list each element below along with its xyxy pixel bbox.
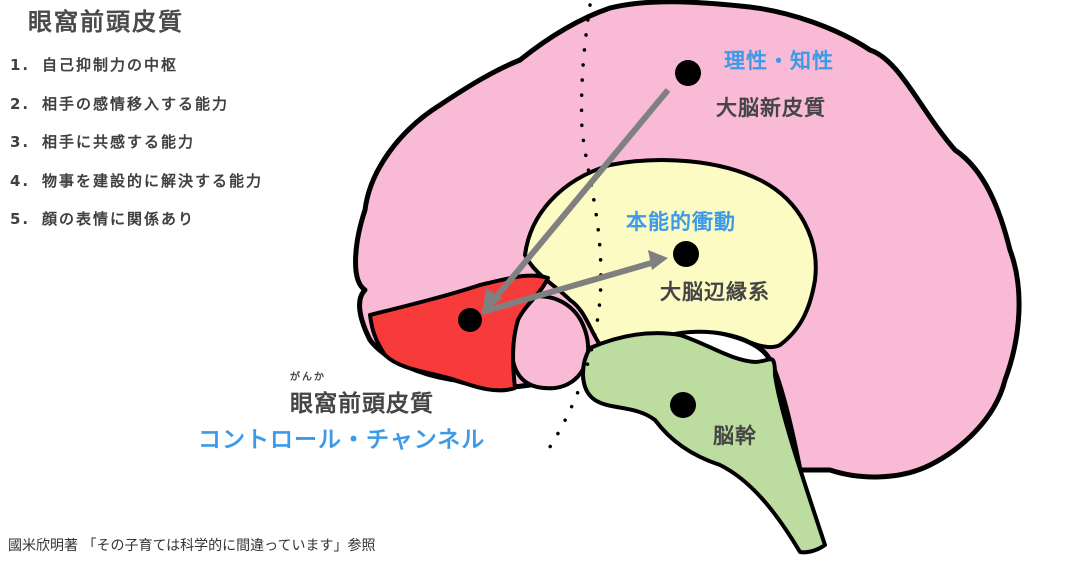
list-item: 2.相手の感情移入する能力 xyxy=(10,94,230,113)
limbic-region xyxy=(523,158,818,350)
limbic-dot xyxy=(673,241,699,267)
neocortex-dot xyxy=(675,60,701,86)
ofc-role-label: コントロール・チャンネル xyxy=(198,427,486,453)
list-item: 3.相手に共感する能力 xyxy=(10,133,196,151)
arrowhead-limbic xyxy=(648,250,668,270)
brainstem-label: 脳幹 xyxy=(713,424,757,448)
limbic-label: 大脳辺縁系 xyxy=(660,280,770,304)
arrow-neocortex-to-ofc xyxy=(489,88,671,304)
neocortex-role-label: 理性・知性 xyxy=(724,49,834,73)
arrow-ofc-to-limbic xyxy=(481,259,656,315)
ofc-ruby: がんか xyxy=(290,372,326,383)
list-item: 1.自己抑制力の中枢 xyxy=(10,56,179,74)
brainstem-dot xyxy=(670,392,696,418)
ofc-label: 眼窩前頭皮質 xyxy=(290,391,434,417)
source-caption: 國米欣明著 「その子育ては科学的に間違っています」参照 xyxy=(8,538,376,554)
function-list: 1.自己抑制力の中枢 2.相手の感情移入する能力 3.相手に共感する能力 4.物… xyxy=(10,54,263,247)
brainstem-region xyxy=(581,331,827,555)
ofc-dot xyxy=(458,308,482,332)
dotted-boundary xyxy=(546,3,603,452)
list-item: 5.顔の表情に関係あり xyxy=(10,210,196,228)
page-title: 眼窩前頭皮質 xyxy=(28,8,184,36)
limbic-role-label: 本能的衝動 xyxy=(626,210,736,234)
list-item: 4.物事を建設的に解決する能力 xyxy=(10,171,264,190)
neocortex-label: 大脳新皮質 xyxy=(716,96,826,120)
